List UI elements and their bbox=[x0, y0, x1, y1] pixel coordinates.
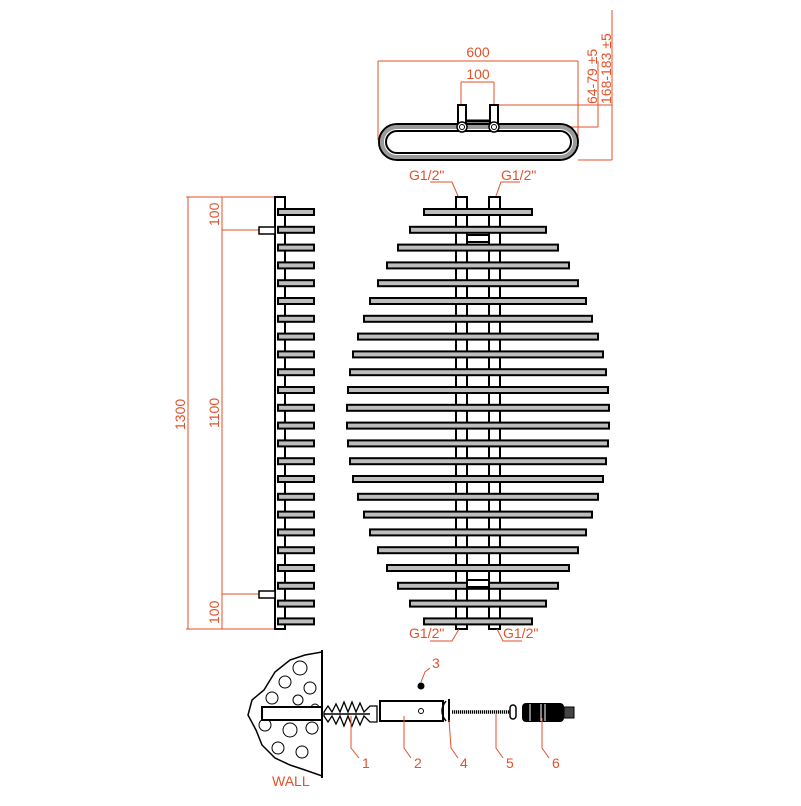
part-number-4: 4 bbox=[460, 755, 468, 771]
top-wall-bracket bbox=[258, 226, 276, 235]
front-heating-bar bbox=[346, 421, 610, 430]
part-number-6: 6 bbox=[552, 755, 560, 771]
side-heating-bar bbox=[277, 243, 315, 252]
connection-label-top-right: G1/2" bbox=[501, 167, 536, 183]
front-heating-bar bbox=[347, 439, 609, 448]
front-heating-bar bbox=[397, 243, 559, 252]
depth-dimensions: 64-79 ±5 168-183 ±5 bbox=[496, 10, 614, 161]
connection-label-bottom-right: G1/2" bbox=[503, 625, 538, 641]
set-screw-part bbox=[417, 682, 425, 690]
front-heating-bar bbox=[349, 457, 607, 466]
wall-plug-part bbox=[323, 700, 378, 728]
part-number-2: 2 bbox=[414, 755, 422, 771]
width-label: 600 bbox=[466, 44, 490, 60]
top-connection-labels: G1/2" G1/2" bbox=[409, 167, 536, 197]
front-heating-bar bbox=[357, 492, 599, 501]
front-heating-bar bbox=[423, 617, 533, 626]
part-leaders bbox=[350, 667, 550, 759]
side-heating-bar bbox=[277, 332, 315, 341]
part-number-5: 5 bbox=[506, 755, 514, 771]
side-heating-bar bbox=[277, 421, 315, 430]
front-heating-bar bbox=[409, 225, 547, 234]
top-view: 600 100 64-79 ±5 168-183 ±5 bbox=[377, 10, 614, 161]
front-heating-bar bbox=[363, 314, 593, 323]
part-numbers: 1 2 3 4 5 6 bbox=[362, 655, 560, 771]
bottom-connection-labels: G1/2" G1/2" bbox=[409, 625, 538, 642]
width-dimension: 600 bbox=[377, 44, 579, 140]
side-heating-bar bbox=[277, 386, 315, 394]
part-number-3: 3 bbox=[432, 655, 440, 671]
front-view-bars bbox=[346, 208, 610, 626]
side-view: 1300 1100 100 100 bbox=[172, 196, 315, 630]
front-heating-bar bbox=[386, 564, 570, 572]
left-vertical-tube bbox=[455, 196, 468, 630]
part-number-1: 1 bbox=[362, 755, 370, 771]
side-heating-bar bbox=[277, 581, 315, 590]
side-heating-bar bbox=[277, 599, 315, 608]
wall-section: WALL bbox=[247, 650, 323, 789]
clamp-fitting-part bbox=[522, 703, 575, 722]
bottom-wall-bracket bbox=[258, 590, 276, 599]
front-heating-bar bbox=[386, 261, 570, 270]
side-heating-bar bbox=[277, 475, 315, 483]
screw-part bbox=[452, 704, 517, 720]
front-heating-bar bbox=[347, 386, 609, 394]
front-heating-bar bbox=[423, 208, 533, 216]
depth-label-168-183: 168-183 ±5 bbox=[598, 33, 614, 104]
side-heating-bar bbox=[277, 368, 315, 377]
side-heating-bar bbox=[277, 208, 315, 216]
side-heating-bar bbox=[277, 510, 315, 519]
mounting-kit: WALL bbox=[247, 650, 575, 789]
total-height-label: 1300 bbox=[172, 399, 188, 430]
connection-label-bottom-left: G1/2" bbox=[409, 625, 444, 641]
side-heating-bar bbox=[277, 457, 315, 466]
top-crossbar-link bbox=[466, 234, 490, 243]
front-heating-bar bbox=[377, 546, 579, 555]
side-heating-bar bbox=[277, 297, 315, 305]
connection-label-top-left: G1/2" bbox=[409, 167, 444, 183]
side-heating-bar bbox=[277, 225, 315, 234]
side-heating-bar bbox=[277, 261, 315, 270]
side-heating-bar bbox=[277, 350, 315, 359]
side-heating-bar bbox=[277, 439, 315, 448]
front-heating-bar bbox=[349, 368, 607, 377]
side-heating-bar bbox=[277, 546, 315, 555]
side-heating-bar bbox=[277, 279, 315, 288]
side-heating-bar bbox=[277, 528, 315, 537]
bracket-spacing-label: 1100 bbox=[206, 398, 222, 428]
side-heating-bar bbox=[277, 403, 315, 412]
bottom-offset-label: 100 bbox=[206, 600, 222, 624]
front-heating-bar bbox=[369, 528, 587, 537]
side-view-bars bbox=[277, 208, 315, 626]
pipe-spacing-dimension: 100 bbox=[460, 66, 495, 104]
wall-label: WALL bbox=[272, 773, 310, 789]
front-heating-bar bbox=[346, 403, 610, 412]
depth-label-64-79: 64-79 ±5 bbox=[584, 49, 600, 104]
front-view bbox=[346, 196, 610, 630]
front-heating-bar bbox=[369, 297, 587, 305]
top-offset-label: 100 bbox=[206, 202, 222, 226]
side-heating-bar bbox=[277, 564, 315, 572]
front-heating-bar bbox=[409, 599, 547, 608]
side-heating-bar bbox=[277, 314, 315, 323]
side-heating-bar bbox=[277, 617, 315, 626]
bottom-crossbar-link bbox=[466, 579, 490, 588]
right-vertical-tube bbox=[488, 196, 501, 630]
bracket-sleeve-part bbox=[379, 700, 444, 722]
front-heating-bar bbox=[352, 475, 604, 483]
front-heating-bar bbox=[357, 332, 599, 341]
side-heating-bar bbox=[277, 492, 315, 501]
pipe-spacing-label: 100 bbox=[466, 66, 490, 82]
front-heating-bar bbox=[352, 350, 604, 359]
front-heating-bar bbox=[363, 510, 593, 519]
front-heating-bar bbox=[377, 279, 579, 288]
